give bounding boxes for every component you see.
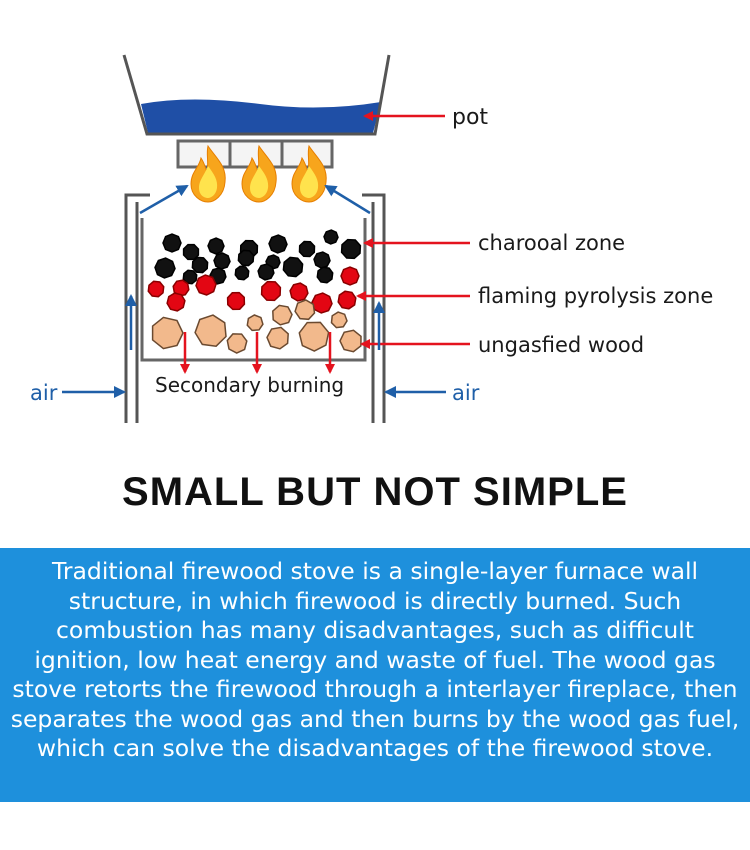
pot-outline — [122, 54, 391, 136]
charcoal-lump-icon — [298, 240, 316, 258]
fuel-bed — [147, 229, 362, 354]
wood-chunk-icon — [298, 321, 330, 352]
ember-lump-icon — [340, 266, 360, 286]
flame-icon — [291, 144, 327, 203]
charcoal-lump-icon — [313, 251, 331, 269]
charcoal-lump-icon — [237, 249, 255, 267]
charcoal-lump-icon — [257, 263, 275, 281]
charcoal-lump-icon — [340, 238, 362, 260]
ember-lump-icon — [195, 274, 217, 296]
air-arrow-left-to-flame — [139, 184, 189, 215]
headline: SMALL BUT NOT SIMPLE — [122, 470, 628, 514]
charcoal-zone-label: charooal zone — [478, 231, 625, 255]
stove-inner-wall — [140, 218, 367, 362]
air-flow-arrows — [62, 184, 446, 398]
wood-chunk-icon — [339, 329, 362, 353]
flaming-zone-label: flaming pyrolysis zone — [478, 284, 713, 308]
charcoal-lump-icon — [207, 237, 225, 255]
description-text: Traditional firewood stove is a single-l… — [10, 557, 740, 762]
flames — [190, 144, 327, 203]
wood-chunk-icon — [294, 299, 316, 321]
wood-chunk-icon — [266, 326, 289, 350]
charcoal-lump-icon — [213, 252, 231, 270]
pot-water — [141, 99, 381, 133]
ember-lump-icon — [260, 280, 282, 302]
wood-gas-stove-diagram: pot charooal zone flaming pyrolysis zone… — [30, 54, 713, 423]
flame-icon — [190, 144, 226, 203]
wood-chunk-icon — [330, 311, 348, 329]
info-panel: Traditional firewood stove is a single-l… — [0, 548, 750, 802]
wood-chunk-icon — [272, 304, 293, 326]
secondary-burning-label: Secondary burning — [155, 373, 344, 397]
ember-lump-icon — [337, 290, 357, 310]
ember-lump-icon — [311, 292, 333, 314]
charcoal-lump-icon — [234, 265, 250, 281]
flame-icon — [241, 144, 277, 203]
charcoal-lump-icon — [182, 243, 200, 261]
charcoal-lump-icon — [162, 233, 182, 253]
wood-chunk-icon — [194, 314, 227, 347]
ember-lump-icon — [226, 291, 246, 311]
pot — [122, 54, 391, 136]
wood-chunk-icon — [151, 316, 184, 350]
ember-lump-icon — [166, 292, 186, 312]
air-arrow-right-to-flame — [324, 184, 371, 215]
wood-chunk-icon — [226, 333, 248, 354]
pot-label: pot — [452, 105, 488, 130]
charcoal-lump-icon — [191, 256, 209, 274]
air-label-left: air — [30, 381, 58, 405]
charcoal-lump-icon — [316, 266, 334, 284]
ember-lump-icon — [289, 282, 309, 302]
ungasified-wood-label: ungasfied wood — [478, 333, 644, 357]
wood-chunk-icon — [246, 314, 264, 332]
charcoal-lump-icon — [182, 269, 198, 285]
charcoal-lump-icon — [154, 257, 176, 279]
charcoal-lump-icon — [282, 256, 304, 278]
charcoal-lump-icon — [323, 229, 339, 245]
charcoal-lump-icon — [268, 234, 288, 254]
ember-lump-icon — [147, 280, 165, 298]
air-label-right: air — [452, 381, 480, 405]
